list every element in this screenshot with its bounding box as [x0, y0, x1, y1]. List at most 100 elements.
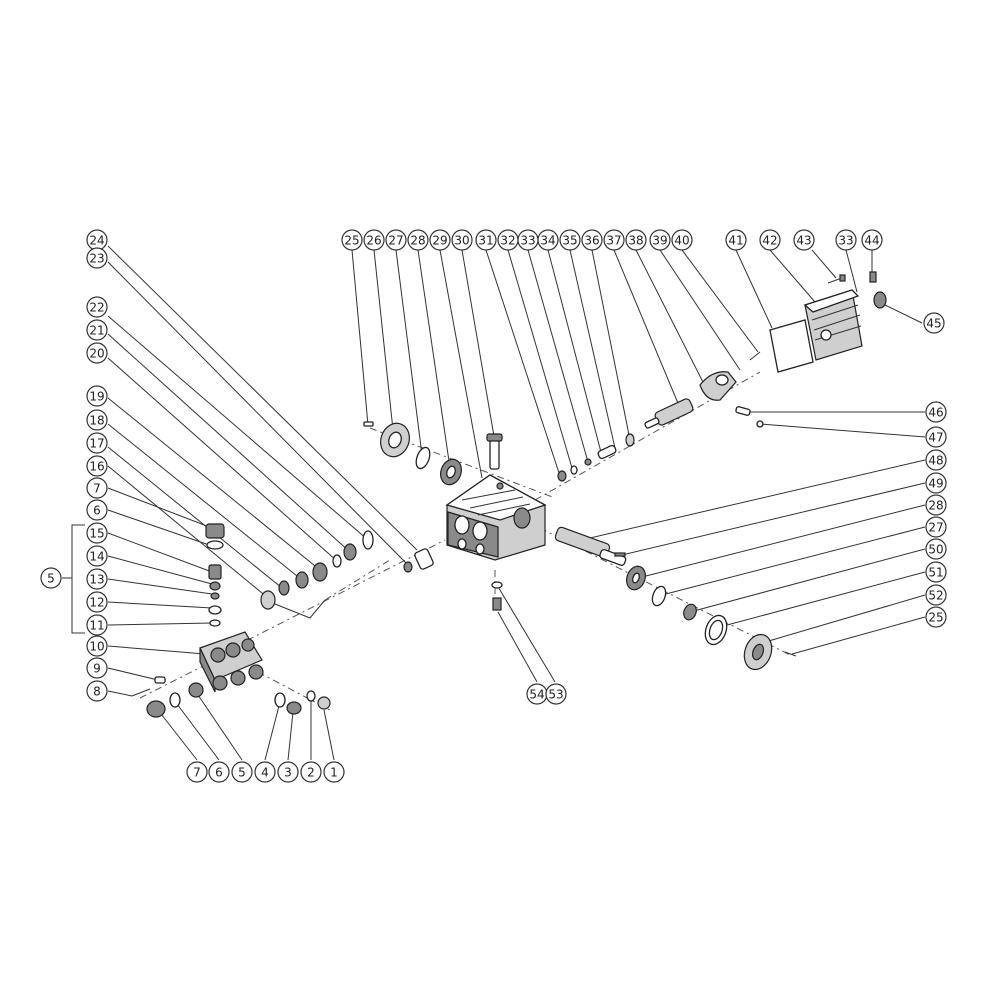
callout-number: 17	[89, 437, 104, 451]
group-bracket-5	[62, 524, 85, 634]
callout-41: 41	[725, 229, 747, 251]
callout-18: 18	[86, 409, 108, 431]
callout-circle	[86, 545, 108, 567]
callout-number: 50	[928, 543, 943, 557]
callout-number: 1	[330, 766, 338, 780]
callout-15: 15	[86, 522, 108, 544]
callout-number: 33	[838, 234, 853, 248]
callout-circle	[86, 342, 108, 364]
callout-number: 19	[89, 390, 104, 404]
callout-34: 34	[537, 229, 559, 251]
callout-11: 11	[86, 614, 108, 636]
callout-number: 43	[796, 234, 811, 248]
callout-28: 28	[407, 229, 429, 251]
callout-circle	[925, 401, 947, 423]
callout-circle	[86, 432, 108, 454]
callout-number: 34	[540, 234, 555, 248]
callout-number: 7	[193, 766, 201, 780]
callout-number: 15	[89, 527, 104, 541]
callout-number: 52	[928, 589, 943, 603]
callout-number: 39	[652, 234, 667, 248]
callout-37: 37	[603, 229, 625, 251]
callout-circle	[407, 229, 429, 251]
callout-number: 29	[432, 234, 447, 248]
callout-number: 28	[928, 499, 943, 513]
leader-lines	[107, 245, 926, 761]
callout-circle	[925, 561, 947, 583]
callout-circle	[861, 229, 883, 251]
callout-circle	[86, 680, 108, 702]
callout-48: 48	[925, 449, 947, 471]
callout-circle	[40, 567, 62, 589]
callout-number: 5	[47, 572, 55, 586]
callout-circle	[603, 229, 625, 251]
callout-number: 6	[215, 766, 223, 780]
callout-number: 25	[344, 234, 359, 248]
callout-number: 25	[928, 611, 943, 625]
callout-circle	[300, 761, 322, 783]
callout-circle	[537, 229, 559, 251]
callout-number: 11	[89, 619, 104, 633]
callout-number: 22	[89, 301, 104, 315]
callout-number: 13	[89, 573, 104, 587]
callout-9: 9	[86, 657, 108, 679]
callout-circle	[277, 761, 299, 783]
callout-circle	[923, 312, 945, 334]
callout-29: 29	[429, 229, 451, 251]
callout-circle	[186, 761, 208, 783]
callout-number: 33	[520, 234, 535, 248]
callout-6: 6	[86, 499, 108, 521]
callout-circle	[86, 657, 108, 679]
callout-30: 30	[451, 229, 473, 251]
callout-circle	[725, 229, 747, 251]
callout-number: 21	[89, 324, 104, 338]
callout-number: 32	[500, 234, 515, 248]
callout-number: 7	[93, 482, 101, 496]
callout-10: 10	[86, 635, 108, 657]
callout-49: 49	[925, 472, 947, 494]
callout-42: 42	[759, 229, 781, 251]
callout-circle	[254, 761, 276, 783]
callout-50: 50	[925, 538, 947, 560]
callout-number: 8	[93, 685, 101, 699]
callout-number: 51	[928, 566, 943, 580]
callout-47: 47	[925, 426, 947, 448]
callout-number: 6	[93, 504, 101, 518]
callout-2: 2	[300, 761, 322, 783]
callout-number: 18	[89, 414, 104, 428]
callout-circle	[625, 229, 647, 251]
crankcase-housing	[445, 474, 547, 561]
callout-number: 10	[89, 640, 104, 654]
callout-circle	[231, 761, 253, 783]
callout-circle	[925, 606, 947, 628]
callout-circle	[671, 229, 693, 251]
callout-number: 12	[89, 596, 104, 610]
callout-5: 5	[40, 567, 62, 589]
callout-circle	[323, 761, 345, 783]
callout-7: 7	[186, 761, 208, 783]
callout-number: 16	[89, 460, 104, 474]
callout-6: 6	[208, 761, 230, 783]
callout-35: 35	[559, 229, 581, 251]
callout-8: 8	[86, 680, 108, 702]
callout-circle	[793, 229, 815, 251]
callout-circle	[208, 761, 230, 783]
callout-19: 19	[86, 385, 108, 407]
callout-number: 37	[606, 234, 621, 248]
callout-38: 38	[625, 229, 647, 251]
callout-45: 45	[923, 312, 945, 334]
callout-27: 27	[925, 516, 947, 538]
callout-circle	[559, 229, 581, 251]
callout-23: 23	[86, 247, 108, 269]
callout-31: 31	[475, 229, 497, 251]
callout-number: 23	[89, 252, 104, 266]
callout-33: 33	[835, 229, 857, 251]
callout-number: 41	[728, 234, 743, 248]
callout-circle	[385, 229, 407, 251]
callout-14: 14	[86, 545, 108, 567]
callout-36: 36	[581, 229, 603, 251]
callout-circle	[86, 409, 108, 431]
callout-number: 40	[674, 234, 689, 248]
callout-27: 27	[385, 229, 407, 251]
